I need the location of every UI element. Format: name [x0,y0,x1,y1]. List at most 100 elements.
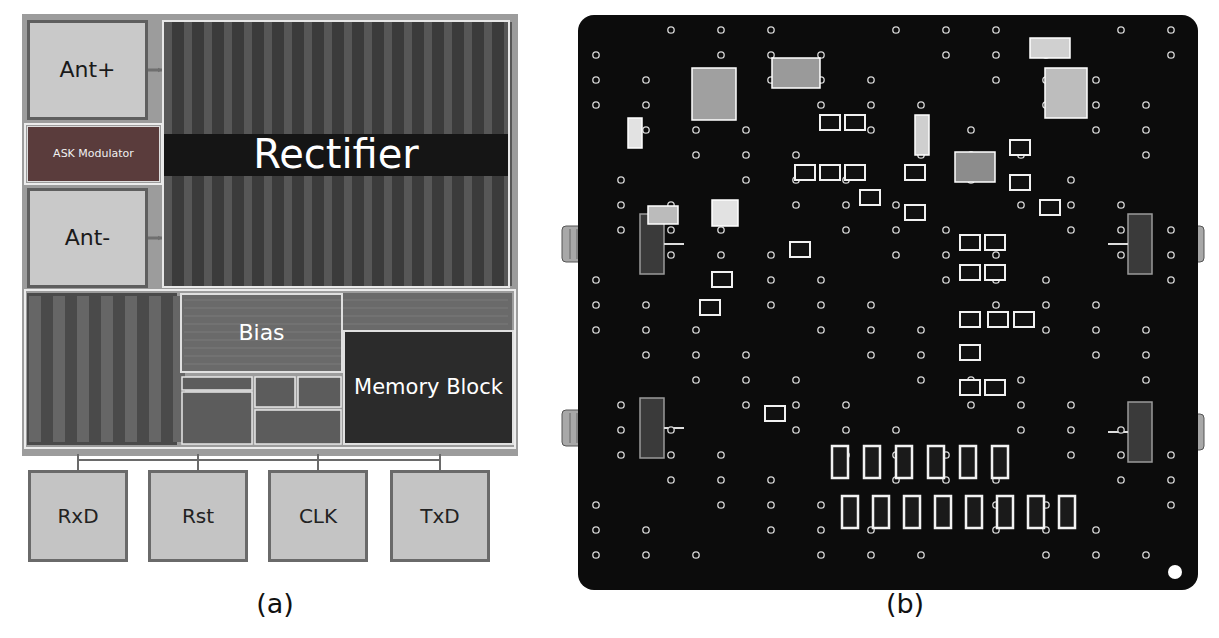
via-hole [1168,477,1174,483]
via-hole [868,552,874,558]
smd-footprint [845,165,865,180]
logic-stripe [29,296,41,442]
via-hole [593,552,599,558]
via-hole [1168,27,1174,33]
memory-block: Memory Block [343,330,514,445]
logic-stripe [149,296,161,442]
via-hole [718,452,724,458]
io-pad: CLK [268,470,368,562]
via-hole [1168,52,1174,58]
logic-area [27,293,177,445]
via-hole [893,202,899,208]
via-hole [593,302,599,308]
via-hole [1168,452,1174,458]
via-hole [818,102,824,108]
smd-footprint [988,312,1008,327]
bnc-pin [664,243,684,245]
logic-stripe [125,296,137,442]
via-hole [843,227,849,233]
via-hole [993,27,999,33]
via-hole [1068,427,1074,433]
io-pad: RxD [28,470,128,562]
smd-footprint [820,165,840,180]
via-hole [618,402,624,408]
via-hole [1068,177,1074,183]
via-hole [1143,127,1149,133]
chip-background [22,14,518,456]
via-hole [1093,302,1099,308]
resistor-footprint [864,446,880,478]
via-hole [1118,427,1124,433]
via-hole [718,502,724,508]
via-hole [593,52,599,58]
smd-footprint [960,312,980,327]
via-hole [943,227,949,233]
via-hole [1168,502,1174,508]
via-hole [743,352,749,358]
smd-footprint [905,165,925,180]
smd-footprint [960,380,980,395]
rectifier-block: Rectifier [162,20,510,288]
via-hole [1043,327,1049,333]
via-hole [768,527,774,533]
via-hole [843,202,849,208]
bias-line [184,308,508,309]
via-hole [1018,427,1024,433]
via-hole [1118,452,1124,458]
smd-footprint [960,265,980,280]
via-hole [718,27,724,33]
panel-label: (a) [256,588,294,619]
via-hole [793,427,799,433]
via-hole [1143,152,1149,158]
via-hole [943,252,949,258]
via-hole [618,177,624,183]
resistor-footprint [1028,496,1044,528]
via-hole [593,502,599,508]
resistor-footprint [928,446,944,478]
via-hole [743,377,749,383]
logic-stripe [77,296,89,442]
via-hole [693,327,699,333]
via-hole [643,127,649,133]
via-hole [768,27,774,33]
block-label: ASK Modulator [53,148,134,160]
via-hole [818,502,824,508]
via-hole [918,327,924,333]
rectifier-array [162,20,512,288]
via-hole [918,102,924,108]
via-hole [1143,377,1149,383]
via-hole [1068,452,1074,458]
bias-line [184,300,508,301]
bnc-flange [1128,402,1152,462]
via-hole [1168,227,1174,233]
via-hole [868,302,874,308]
via-hole [668,227,674,233]
smd-footprint [960,345,980,360]
via-hole [1093,527,1099,533]
via-hole [1093,127,1099,133]
pad-wires [78,454,440,470]
via-hole [743,127,749,133]
via-hole [643,302,649,308]
via-hole [1118,27,1124,33]
via-hole [868,77,874,83]
bnc-ridge [576,413,578,443]
via-hole [668,252,674,258]
via-hole [1143,552,1149,558]
pad-wire [439,454,441,470]
resistor-footprint [873,496,889,528]
via-hole [993,52,999,58]
smd-footprint [905,205,925,220]
block-label: TxD [420,505,459,527]
block-label: Ant- [65,226,111,250]
via-hole [718,252,724,258]
via-hole [1018,377,1024,383]
component [1045,68,1087,118]
component [712,200,738,226]
via-hole [1018,402,1024,408]
via-hole [618,452,624,458]
chip-layout [22,14,518,470]
via-hole [793,152,799,158]
via-hole [743,402,749,408]
